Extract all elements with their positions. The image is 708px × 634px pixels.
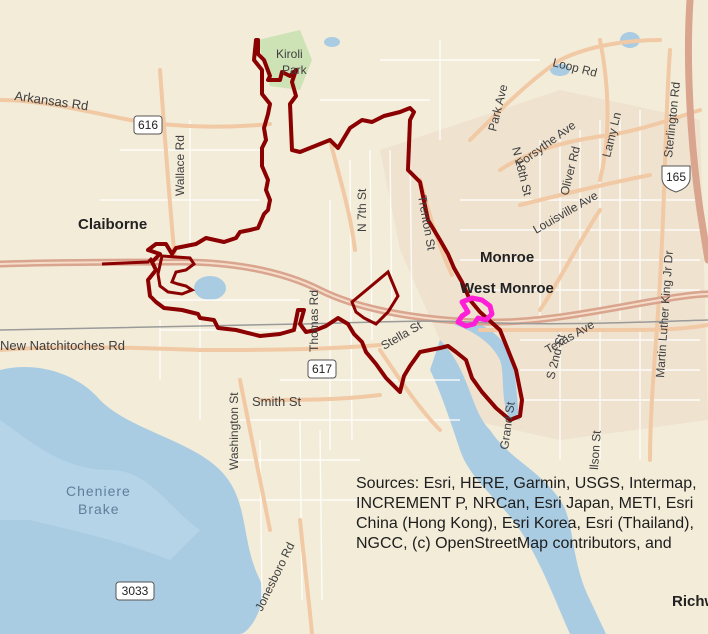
water-bodies (0, 32, 640, 634)
svg-text:3033: 3033 (122, 584, 149, 598)
label-cheniere: Cheniere (66, 483, 131, 499)
svg-text:616: 616 (138, 118, 158, 132)
shield-617: 617 (307, 359, 337, 379)
boundary-west-spur (101, 256, 154, 266)
boundary-east-parcel (350, 269, 400, 326)
label-kiroli: Kiroli (276, 47, 303, 61)
label-park-short: Park (282, 63, 308, 77)
svg-text:617: 617 (312, 362, 332, 376)
label-monroe: Monroe (480, 249, 534, 266)
label-n-7th-st: N 7th St (355, 188, 369, 232)
label-west-monroe: West Monroe (460, 280, 554, 297)
shield-3033: 3033 (115, 581, 155, 601)
label-claiborne: Claiborne (78, 216, 147, 233)
label-wallace-rd: Wallace Rd (173, 135, 187, 196)
label-brake: Brake (78, 501, 120, 517)
boundary-outline (146, 38, 524, 422)
attribution-text: Sources: Esri, HERE, Garmin, USGS, Inter… (356, 475, 697, 552)
label-new-natchitoches-rd: New Natchitoches Rd (0, 338, 125, 353)
label-richwood: Richw (672, 593, 708, 610)
highlight-area (455, 295, 495, 329)
svg-text:165: 165 (666, 170, 686, 184)
shield-165: 165 (661, 165, 691, 193)
label-grand-st: Grand St (497, 400, 518, 450)
railway (0, 319, 708, 331)
label-wilson-st: llson St (587, 429, 604, 470)
major-roads (0, 38, 708, 634)
label-thomas-rd: Thomas Rd (307, 290, 321, 352)
boundary-inner-lobe (156, 254, 197, 296)
label-washington-st: Washington St (227, 392, 241, 470)
shield-616: 616 (133, 115, 163, 135)
label-smith-st: Smith St (252, 394, 302, 409)
urban-area (380, 90, 708, 440)
